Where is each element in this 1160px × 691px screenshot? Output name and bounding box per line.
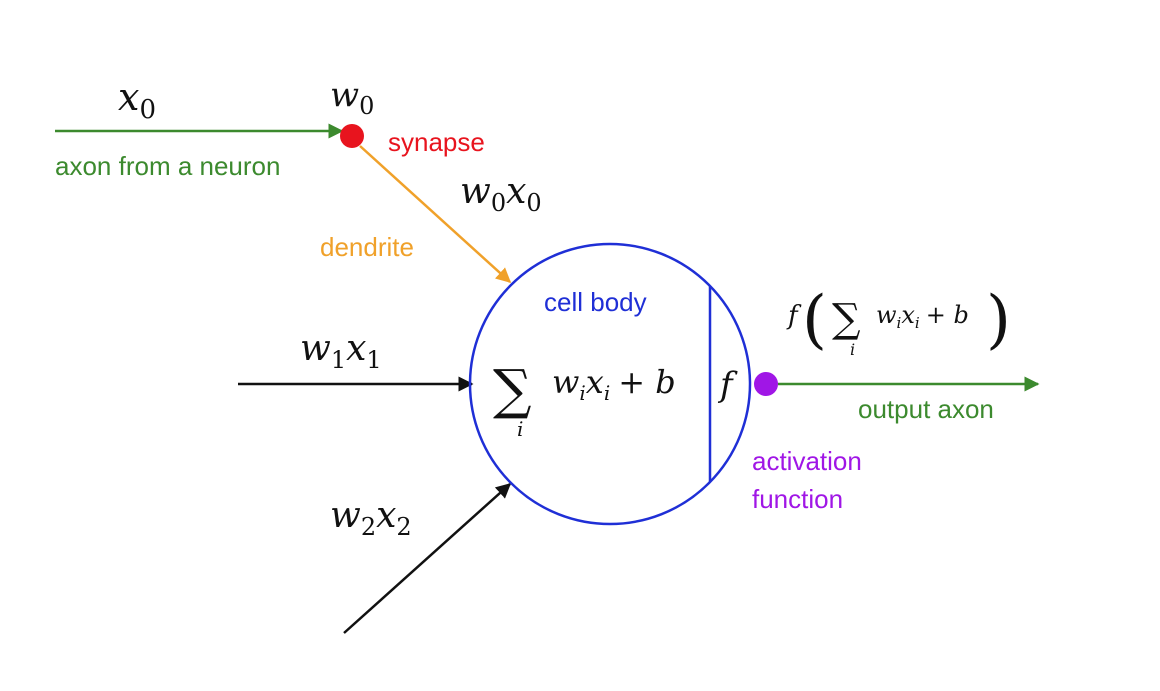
output-formula-term: wixi+ b	[876, 301, 969, 332]
activation-dot	[754, 372, 778, 396]
dendrite-arrow	[359, 145, 512, 284]
w0-label: w0	[330, 75, 374, 120]
cell-body-circle	[468, 242, 752, 526]
sum-term: wixi+ b	[552, 363, 676, 405]
w0x0-label: w0x0	[460, 171, 542, 217]
cell-body-label: cell body	[544, 287, 647, 317]
output-formula-sum: ∑	[832, 296, 861, 342]
output-formula-index: i	[850, 340, 855, 359]
output-formula-close-paren: )	[986, 283, 1011, 357]
dendrite-label: dendrite	[320, 232, 414, 262]
sum-symbol: ∑	[493, 358, 532, 421]
axon-from-neuron-label: axon from a neuron	[55, 151, 280, 181]
activation-function-label-line1: activation	[752, 446, 862, 476]
output-formula-f: f	[786, 301, 802, 331]
input-arrow-w2x2	[343, 482, 512, 634]
w1x1-label: w1x1	[300, 328, 382, 374]
output-axon-label: output axon	[858, 394, 994, 424]
activation-function-label-line2: function	[752, 484, 843, 514]
w2x2-label: w2x2	[330, 495, 412, 541]
activation-f: f	[717, 365, 738, 405]
sum-index: i	[517, 417, 523, 441]
output-formula-open-paren: (	[802, 283, 827, 357]
synapse-label: synapse	[388, 127, 485, 157]
x0-label: x0	[118, 75, 156, 125]
synapse-dot	[340, 124, 364, 148]
